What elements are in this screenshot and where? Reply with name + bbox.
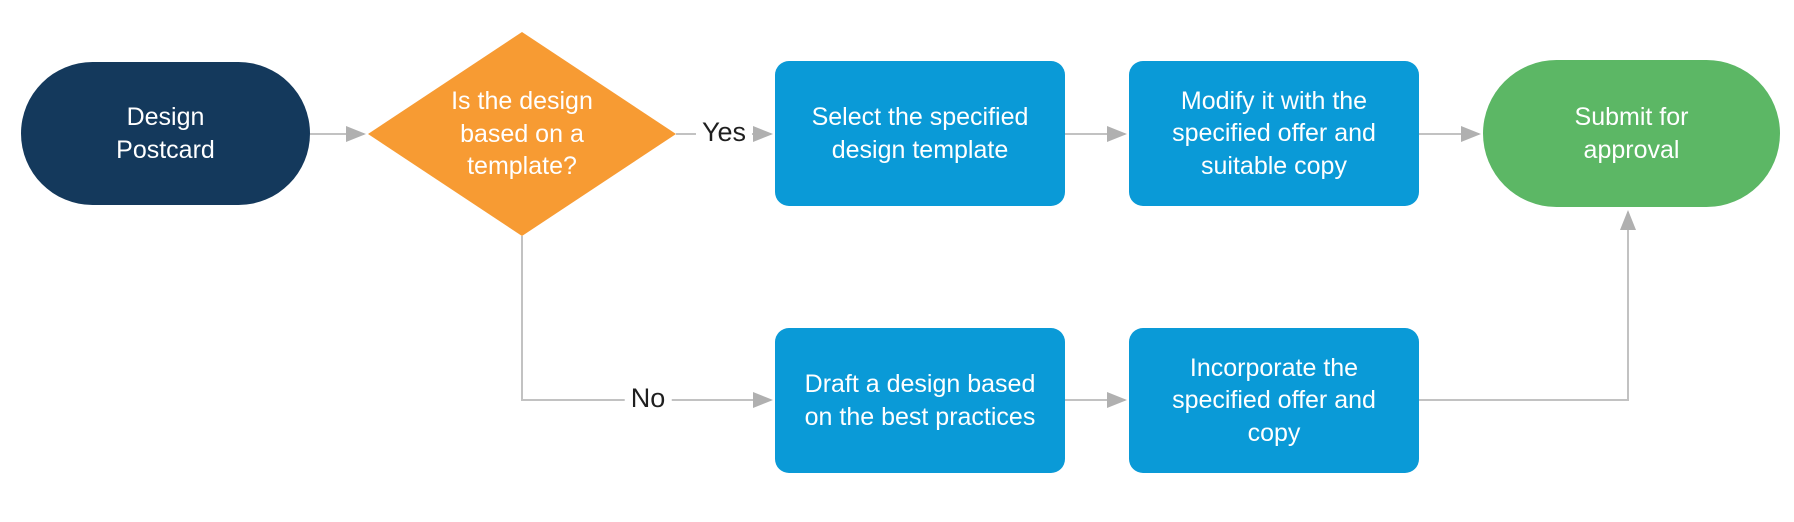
node-modify-label: Modify it with the specified offer and s… — [1172, 86, 1376, 180]
node-start-label: Design Postcard — [116, 103, 215, 164]
node-process-draft-design: Draft a design based on the best practic… — [775, 328, 1065, 473]
edge-label-yes: Yes — [695, 117, 753, 148]
node-process-modify-offer: Modify it with the specified offer and s… — [1129, 61, 1419, 206]
node-end-submit-approval: Submit for approval — [1483, 60, 1780, 207]
node-process-incorporate-offer: Incorporate the specified offer and copy — [1129, 328, 1419, 473]
node-start-design-postcard: Design Postcard — [21, 62, 310, 205]
connector-incorporate-to-end — [1419, 210, 1636, 401]
node-process-select-template: Select the specified design template — [775, 61, 1065, 206]
connector-decision-to-draft-no — [521, 236, 773, 408]
edge-label-no: No — [624, 383, 672, 414]
node-incorporate-label: Incorporate the specified offer and copy — [1172, 353, 1376, 447]
node-select-label: Select the specified design template — [811, 103, 1029, 164]
node-draft-label: Draft a design based on the best practic… — [804, 370, 1036, 431]
node-end-label: Submit for approval — [1574, 103, 1689, 164]
node-decision-label: Is the design based on a template? — [451, 87, 593, 181]
